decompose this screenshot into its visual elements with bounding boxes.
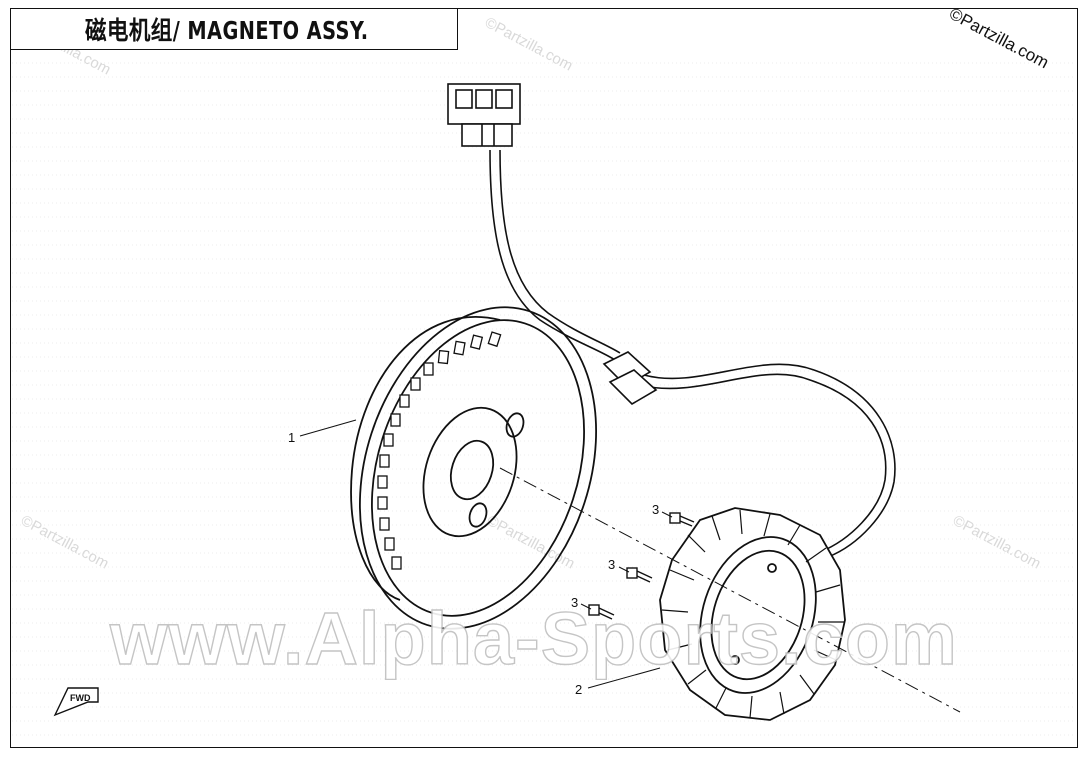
bolt-lower bbox=[588, 604, 615, 620]
center-axis-line bbox=[499, 467, 961, 713]
fwd-arrow-icon: FWD bbox=[53, 687, 99, 717]
connector-plug bbox=[447, 83, 521, 147]
drawing-frame bbox=[10, 8, 1078, 748]
callout-3-middle: 3 bbox=[608, 557, 615, 572]
bolt-upper bbox=[669, 512, 695, 527]
callout-3-lower: 3 bbox=[571, 595, 578, 610]
wire-grommet bbox=[602, 351, 658, 406]
callout-2: 2 bbox=[575, 682, 582, 697]
wiring-harness bbox=[489, 149, 896, 558]
bolt-middle bbox=[626, 567, 653, 583]
callout-3-upper: 3 bbox=[652, 502, 659, 517]
flywheel bbox=[350, 306, 597, 630]
leader-lines bbox=[299, 419, 673, 689]
fwd-label: FWD bbox=[70, 693, 91, 703]
site-watermark: www.Alpha-Sports.com bbox=[109, 596, 958, 680]
stator bbox=[659, 507, 846, 721]
page-title: 磁电机组/ MAGNETO ASSY. bbox=[85, 16, 369, 45]
callout-1: 1 bbox=[288, 430, 295, 445]
title-box: 磁电机组/ MAGNETO ASSY. bbox=[10, 8, 458, 50]
stator-poles bbox=[661, 509, 844, 719]
flywheel-magnet-slots bbox=[377, 331, 502, 570]
